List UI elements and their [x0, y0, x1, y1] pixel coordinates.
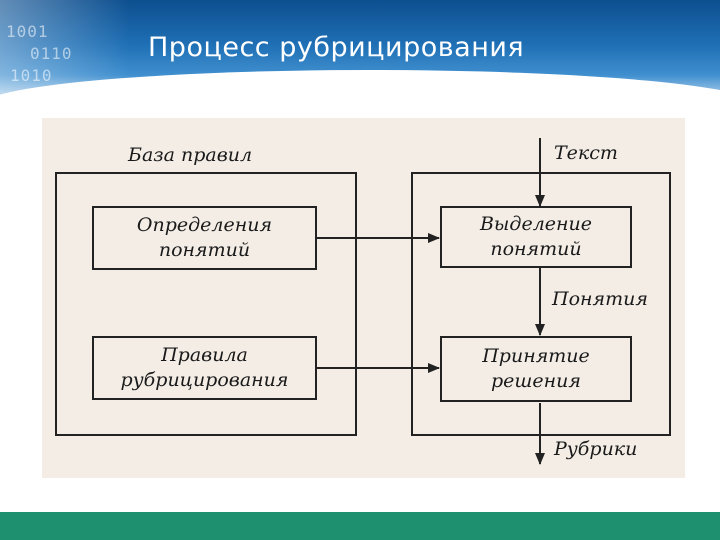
- slide-header: 1001 0110 1010 Процесс рубрицирования: [0, 0, 720, 100]
- text-label: Текст: [554, 142, 618, 164]
- extraction-box: Выделение понятий: [440, 206, 632, 268]
- definitions-box: Определения понятий: [92, 206, 317, 270]
- rubrics-label: Рубрики: [554, 438, 637, 460]
- rules-base-label: База правил: [128, 144, 252, 166]
- definitions-line1: Определения: [137, 213, 272, 238]
- rules-box: Правила рубрицирования: [92, 336, 317, 400]
- definitions-line2: понятий: [159, 238, 250, 263]
- slide-footer: [0, 512, 720, 540]
- extraction-line1: Выделение: [480, 212, 592, 237]
- decision-line1: Принятие: [482, 344, 590, 369]
- slide-title: Процесс рубрицирования: [148, 32, 524, 63]
- decision-line2: решения: [491, 369, 581, 394]
- rules-line2: рубрицирования: [121, 368, 289, 393]
- diagram-scan: База правил Текст Понятия Рубрики Опреде…: [42, 118, 685, 478]
- extraction-line2: понятий: [490, 237, 581, 262]
- concepts-label: Понятия: [552, 288, 648, 310]
- rules-line1: Правила: [161, 343, 248, 368]
- decision-box: Принятие решения: [440, 336, 632, 402]
